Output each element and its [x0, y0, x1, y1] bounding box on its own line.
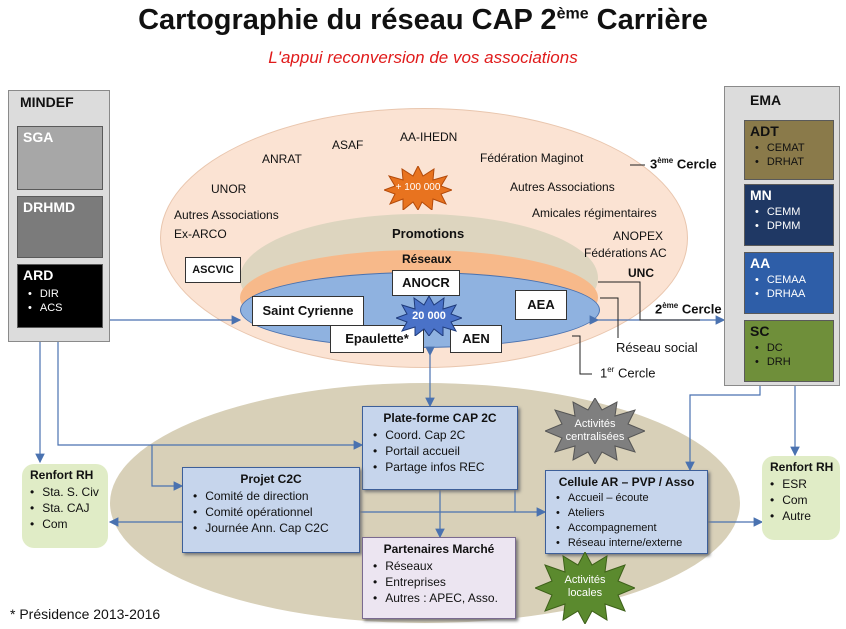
activites-locales-icon — [535, 552, 635, 624]
activites-locales-label: Activités locales — [564, 574, 606, 599]
cercle1-label: 1er Cercle — [600, 365, 656, 381]
cercle2-label: 2ème Cercle — [655, 301, 722, 317]
cercle3-label: 3ème Cercle — [650, 156, 717, 172]
burst-100000-icon — [384, 166, 452, 210]
outer-ring-item: ASAF — [332, 138, 364, 152]
mn-box: MN CEMMDPMM — [744, 184, 834, 246]
outer-ring-item: UNC — [628, 266, 654, 280]
drhmd-box: DRHMD — [17, 196, 103, 258]
aa-box: AA CEMAADRHAA — [744, 252, 834, 314]
reseaux-label: Réseaux — [402, 252, 452, 266]
renfort-right-box: Renfort RH ESRComAutre — [762, 456, 840, 540]
promotions-label: Promotions — [392, 226, 465, 241]
outer-ring-item: Fédérations AC — [584, 246, 667, 260]
adt-box: ADT CEMATDRHAT — [744, 120, 834, 180]
outer-ring-item: Amicales régimentaires — [532, 206, 657, 220]
aen-box: AEN — [450, 325, 502, 353]
outer-ring-item: UNOR — [211, 182, 247, 196]
aea-box: AEA — [515, 290, 567, 320]
outer-ring-item: Autres Associations — [174, 208, 279, 222]
ema-label: EMA — [750, 92, 782, 108]
mindef-label: MINDEF — [20, 94, 74, 110]
saint-cyrienne-box: Saint Cyrienne — [252, 296, 364, 326]
burst-20000-icon — [396, 296, 462, 336]
ard-box: ARD DIR ACS — [17, 264, 103, 328]
ascvic-box: ASCVIC — [185, 257, 241, 283]
plateforme-box: Plate-forme CAP 2C Coord. Cap 2C Portail… — [362, 406, 518, 490]
page-subtitle: L'appui reconversion de vos associations — [268, 48, 578, 67]
sc-box: SC DCDRH — [744, 320, 834, 382]
outer-ring-item: AA-IHEDN — [400, 130, 458, 144]
cellule-box: Cellule AR – PVP / Asso Accueil – écoute… — [545, 470, 708, 554]
outer-ring-item: ANRAT — [262, 152, 302, 166]
ard-item: ACS — [28, 301, 102, 315]
activites-centralisees-label: Activités centralisées — [565, 418, 625, 443]
outer-ring-item: Ex-ARCO — [174, 227, 227, 241]
sga-box: SGA — [17, 126, 103, 190]
ard-item: DIR — [28, 287, 102, 301]
outer-ring-item: ANOPEX — [613, 229, 664, 243]
activites-centralisees-icon — [545, 398, 645, 464]
projet-box: Projet C2C Comité de direction Comité op… — [182, 467, 360, 553]
reseau-social-label: Réseau social — [616, 340, 698, 355]
outer-ring-item: Fédération Maginot — [480, 151, 584, 165]
footnote: * Présidence 2013-2016 — [10, 606, 161, 622]
burst-100000-label: + 100 000 — [395, 182, 441, 193]
partenaires-box: Partenaires Marché Réseaux Entreprises A… — [362, 537, 516, 619]
anocr-box: ANOCR — [392, 270, 460, 296]
page-title: Cartographie du réseau CAP 2ème Carrière — [138, 4, 708, 36]
renfort-left-box: Renfort RH Sta. S. CivSta. CAJCom — [22, 464, 108, 548]
epaulette-box: Epaulette* — [330, 325, 424, 353]
burst-20000-label: 20 000 — [412, 310, 446, 322]
outer-ring-item: Autres Associations — [510, 180, 615, 194]
